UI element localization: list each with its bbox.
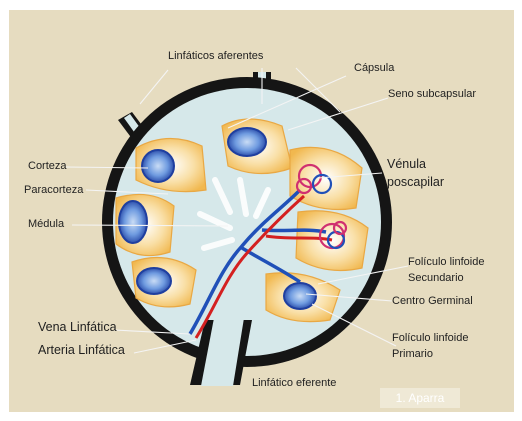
follicle <box>119 201 147 243</box>
follicle <box>142 150 174 182</box>
label-seno-subcapsular: Seno subcapsular <box>388 88 476 100</box>
label-corteza: Corteza <box>28 160 67 172</box>
follicle <box>137 268 171 294</box>
label-linfatico-eferente: Linfático eferente <box>252 377 336 389</box>
label-vena-linfatica: Vena Linfática <box>38 321 117 335</box>
watermark: 1. Aparra <box>380 388 460 408</box>
label-capsula: Cápsula <box>354 62 394 74</box>
label-venula-line1: Vénula <box>387 158 426 172</box>
follicle <box>228 128 266 156</box>
label-linfaticos-aferentes: Linfáticos aferentes <box>168 50 263 62</box>
label-paracorteza: Paracorteza <box>24 184 83 196</box>
label-foliculo-primario-line1: Folículo linfoide <box>392 332 468 344</box>
label-foliculo-secundario-line1: Folículo linfoide <box>408 256 484 268</box>
label-foliculo-primario-line2: Primario <box>392 348 433 360</box>
label-medula: Médula <box>28 218 64 230</box>
label-foliculo-secundario-line2: Secundario <box>408 272 464 284</box>
label-venula-line2: poscapilar <box>387 176 444 190</box>
label-arteria-linfatica: Arteria Linfática <box>38 344 125 358</box>
label-centro-germinal: Centro Germinal <box>392 295 473 307</box>
follicle <box>284 283 316 309</box>
